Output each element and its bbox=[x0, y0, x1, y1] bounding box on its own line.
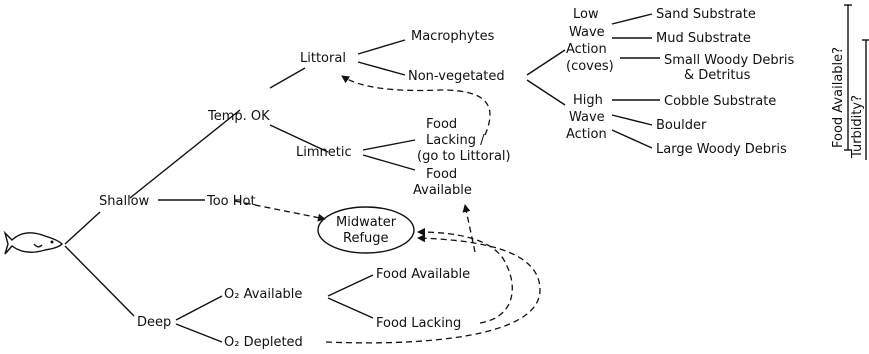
node-deep: Deep bbox=[137, 315, 171, 330]
node-high-wave-line2: Wave bbox=[569, 110, 605, 125]
node-low-wave-line4: (coves) bbox=[566, 59, 614, 74]
node-mud-substrate: Mud Substrate bbox=[656, 31, 751, 46]
side-brackets bbox=[844, 4, 869, 160]
node-non-vegetated: Non-vegetated bbox=[408, 69, 505, 84]
node-small-woody-line2: & Detritus bbox=[684, 68, 751, 83]
node-o2-available: O₂ Available bbox=[224, 287, 302, 302]
fish-icon bbox=[3, 230, 63, 255]
node-low-wave-line1: Low bbox=[573, 7, 599, 22]
node-limnetic: Limnetic bbox=[296, 145, 352, 160]
tree-edges bbox=[64, 13, 660, 343]
node-deep-food-available: Food Available bbox=[376, 267, 470, 282]
node-food-lacking-line2: Lacking / bbox=[426, 133, 485, 148]
node-food-available-line2: Available bbox=[413, 183, 472, 198]
node-food-available-line1: Food bbox=[426, 167, 457, 182]
node-low-wave-line2: Wave bbox=[569, 25, 605, 40]
node-sand-substrate: Sand Substrate bbox=[656, 7, 756, 22]
node-large-woody-debris: Large Woody Debris bbox=[656, 142, 787, 157]
node-refuge-line2: Refuge bbox=[343, 231, 389, 246]
refuge-ellipse bbox=[317, 206, 415, 254]
node-deep-food-lacking: Food Lacking bbox=[376, 316, 461, 331]
node-high-wave-line1: High bbox=[573, 93, 603, 108]
node-food-lacking-line3: (go to Littoral) bbox=[417, 149, 511, 164]
node-o2-depleted: O₂ Depleted bbox=[224, 335, 303, 350]
node-small-woody-line1: Small Woody Debris bbox=[664, 53, 795, 68]
node-high-wave-line3: Action bbox=[566, 127, 607, 142]
node-refuge-line1: Midwater bbox=[336, 215, 397, 230]
node-boulder: Boulder bbox=[656, 118, 707, 133]
node-macrophytes: Macrophytes bbox=[411, 29, 495, 44]
side-label-turbidity: Turbidity? bbox=[850, 95, 865, 159]
dashed-arrows bbox=[234, 75, 541, 344]
node-low-wave-line3: Action bbox=[566, 42, 607, 57]
side-label-food-available: Food Available? bbox=[831, 47, 846, 148]
node-cobble-substrate: Cobble Substrate bbox=[664, 94, 776, 109]
node-too-hot: Too Hot bbox=[206, 194, 256, 209]
node-food-lacking-line1: Food bbox=[426, 117, 457, 132]
node-shallow: Shallow bbox=[99, 194, 150, 209]
node-temp-ok: Temp. OK bbox=[207, 109, 270, 124]
node-littoral: Littoral bbox=[300, 51, 346, 66]
